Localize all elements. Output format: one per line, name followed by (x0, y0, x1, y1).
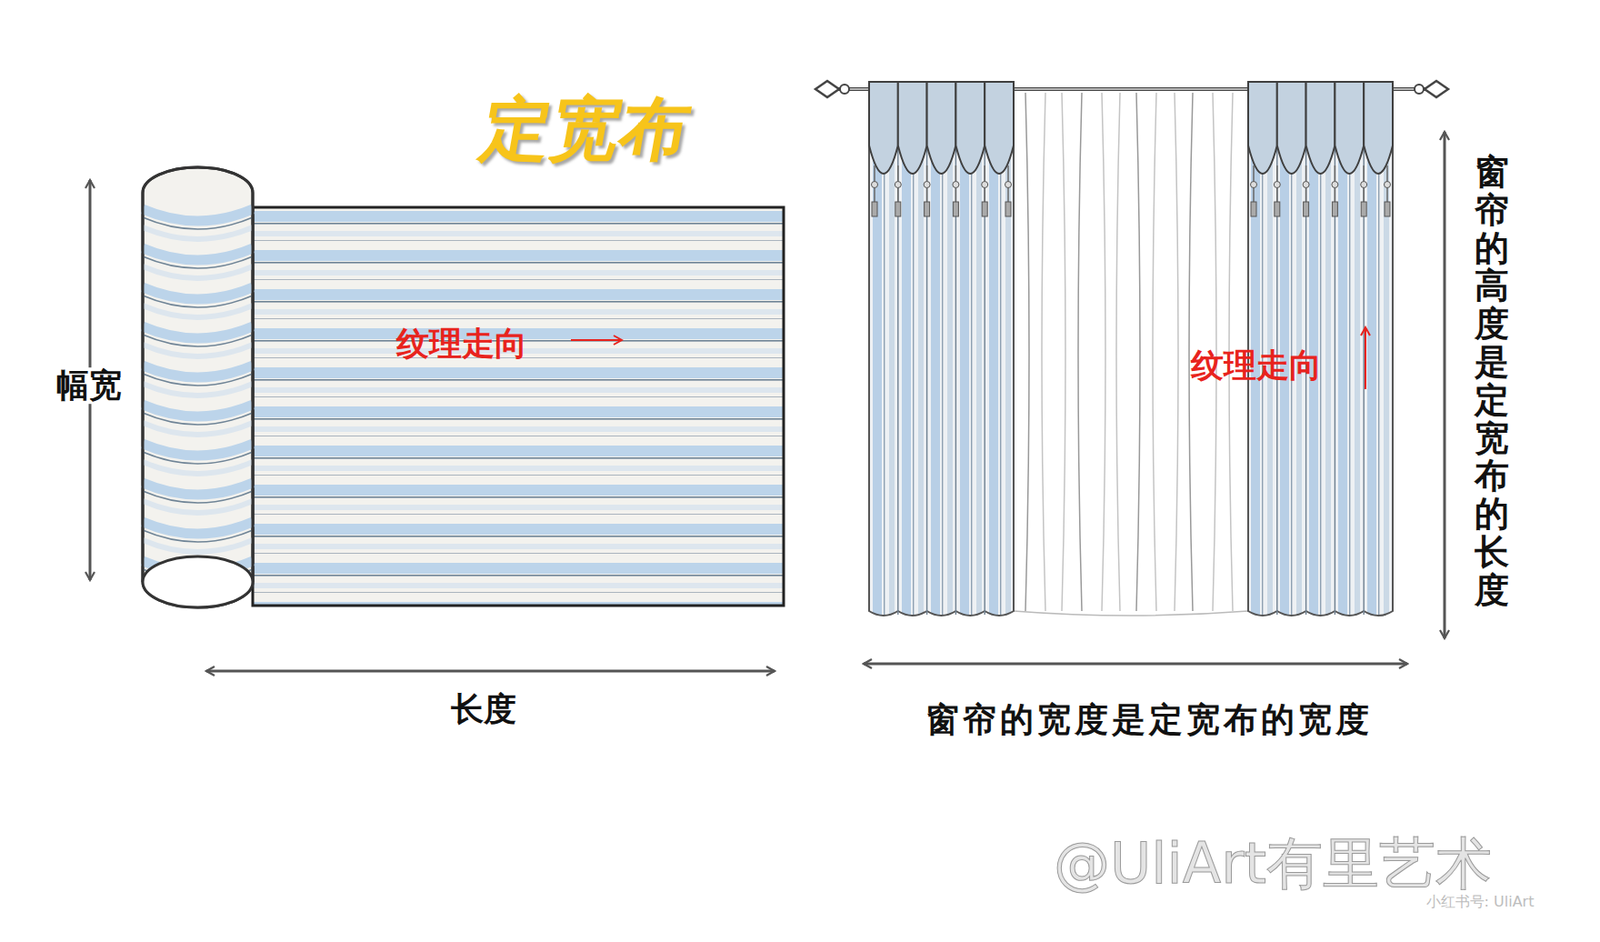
watermark: @UliArt有里艺术 (1053, 832, 1492, 895)
direction-label: 纹理走向 (396, 325, 528, 362)
dimension-arrows (90, 180, 775, 671)
watermark: 小红书号: UliArt (1426, 893, 1535, 910)
title: 定宽布 (476, 90, 698, 168)
curtain (815, 80, 1449, 616)
dimension-arrows (863, 131, 1445, 664)
fabric-roll (142, 167, 784, 608)
dimension-label: 长度 (450, 690, 517, 728)
direction-label: 纹理走向 (1190, 347, 1322, 384)
dimension-label: 幅宽 (56, 367, 122, 404)
note-label: 窗帘的宽度是定宽布的宽度 (925, 701, 1373, 740)
note-label: 窗帘的高度是定宽布的长度 (1474, 153, 1510, 610)
